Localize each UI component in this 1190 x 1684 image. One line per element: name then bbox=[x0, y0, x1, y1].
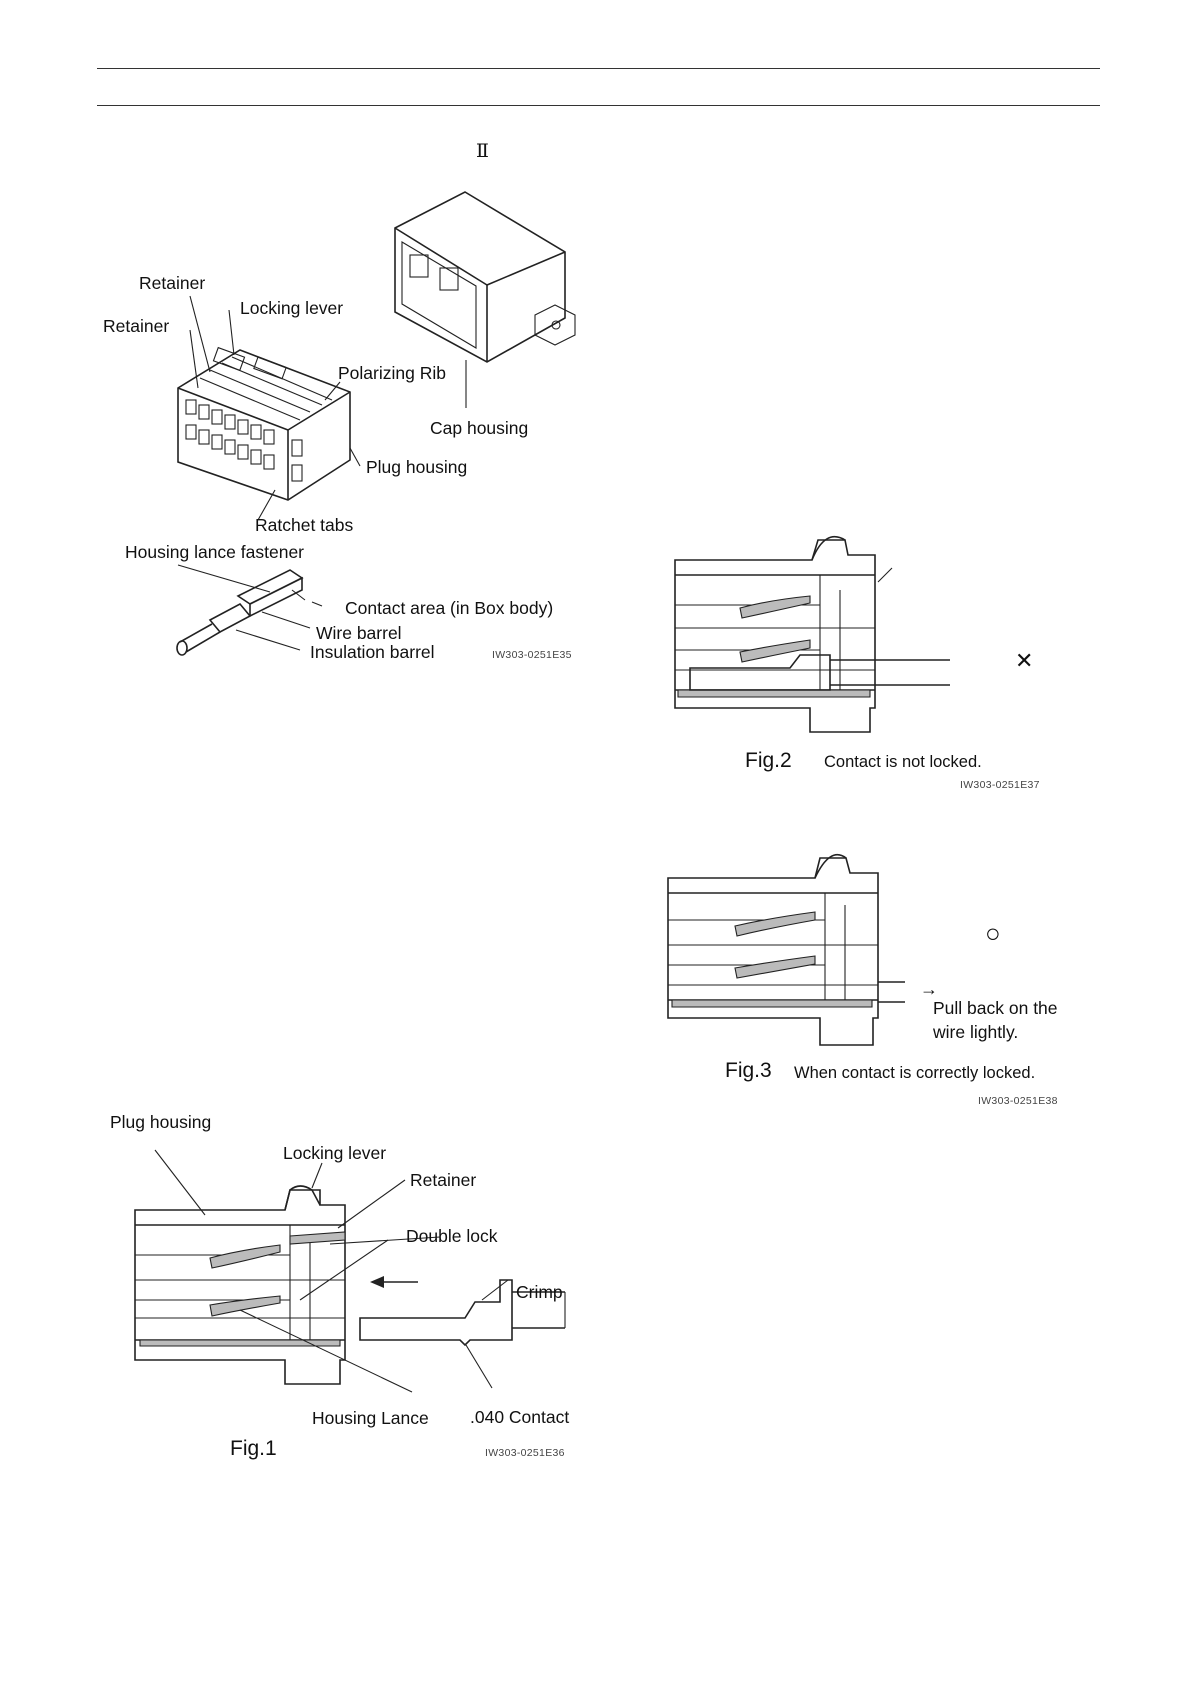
fig3-drawing bbox=[667, 853, 905, 1046]
label-contact-area: Contact area (in Box body) bbox=[345, 598, 554, 618]
fig3-note-line1: Pull back on the bbox=[933, 998, 1058, 1018]
figure-code-e36: IW303-0251E36 bbox=[485, 1447, 565, 1459]
label-insulation-barrel: Insulation barrel bbox=[310, 642, 435, 662]
fig1-label-retainer: Retainer bbox=[410, 1170, 477, 1190]
fig3-note-line2: wire lightly. bbox=[933, 1022, 1019, 1042]
fig1-label-housing-lance: Housing Lance bbox=[312, 1408, 429, 1428]
fig3-caption: When contact is correctly locked. bbox=[794, 1064, 1036, 1082]
cap-housing-drawing bbox=[394, 191, 576, 363]
fig3-label: Fig.3 bbox=[725, 1059, 772, 1082]
label-housing-lance-fastener: Housing lance fastener bbox=[125, 542, 304, 562]
plug-housing-drawing bbox=[177, 346, 351, 501]
fig1-label-plug-housing: Plug housing bbox=[110, 1112, 212, 1132]
label-retainer-upper: Retainer bbox=[139, 273, 206, 293]
label-polarizing-rib: Polarizing Rib bbox=[338, 363, 446, 383]
label-plug-housing: Plug housing bbox=[366, 457, 468, 477]
fig1-label: Fig.1 bbox=[230, 1437, 277, 1460]
section-marker: Ⅱ bbox=[476, 141, 489, 162]
fig2-not-ok-mark: ✕ bbox=[1015, 648, 1034, 673]
header-rule-bottom bbox=[97, 105, 1100, 106]
figure-code-e35: IW303-0251E35 bbox=[492, 649, 572, 661]
label-locking-lever: Locking lever bbox=[240, 298, 344, 318]
label-ratchet-tabs: Ratchet tabs bbox=[255, 515, 354, 535]
fig1-label-double-lock: Double lock bbox=[406, 1226, 498, 1246]
fig3-ok-mark: ○ bbox=[985, 918, 1001, 948]
figure-code-e38: IW303-0251E38 bbox=[978, 1095, 1058, 1107]
header-rule-top bbox=[97, 68, 1100, 69]
fig2-drawing bbox=[674, 535, 950, 733]
label-wire-barrel: Wire barrel bbox=[316, 623, 402, 643]
fig1-label-locking-lever: Locking lever bbox=[283, 1143, 387, 1163]
label-cap-housing: Cap housing bbox=[430, 418, 529, 438]
fig1-label-crimp: Crimp bbox=[516, 1282, 563, 1302]
fig2-caption: Contact is not locked. bbox=[824, 753, 982, 771]
fig1-drawing bbox=[134, 1149, 566, 1393]
fig3-arrow: → bbox=[920, 979, 938, 999]
figure-code-e37: IW303-0251E37 bbox=[960, 779, 1040, 791]
label-retainer-lower: Retainer bbox=[103, 316, 170, 336]
fig1-label-contact: .040 Contact bbox=[470, 1407, 570, 1427]
fig2-label: Fig.2 bbox=[745, 749, 792, 772]
contact-terminal-drawing bbox=[176, 564, 323, 656]
